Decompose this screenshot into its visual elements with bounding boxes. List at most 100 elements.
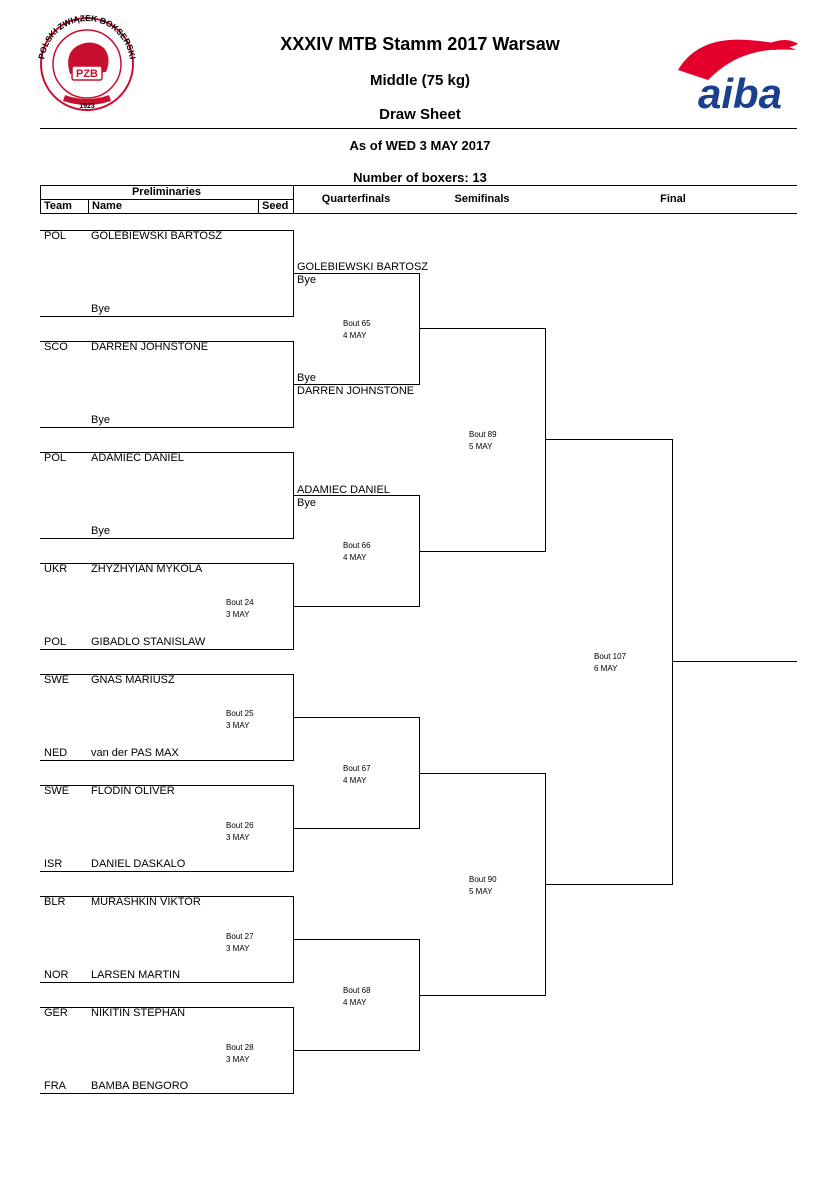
- qf-slot-1a: GOLEBIEWSKI BARTOSZ: [297, 261, 429, 273]
- entry-team: NED: [44, 747, 68, 759]
- entry-name: van der PAS MAX: [91, 747, 179, 759]
- bracket-line: [419, 995, 546, 996]
- entry-team: UKR: [44, 563, 68, 575]
- entry-name: ADAMIEC DANIEL: [91, 452, 184, 464]
- aiba-wordmark: aiba: [698, 70, 782, 117]
- qf-slot-2b: DARREN JOHNSTONE: [297, 385, 415, 397]
- bracket-line: [419, 551, 546, 552]
- entry-team: GER: [44, 1007, 68, 1019]
- as-of-date: As of WED 3 MAY 2017: [349, 138, 491, 153]
- weight-class: Middle (75 kg): [369, 72, 470, 89]
- boxer-count: Number of boxers: 13: [353, 170, 487, 185]
- bracket-line: [545, 884, 673, 885]
- entry-team: POL: [44, 230, 67, 242]
- col-quarterfinals: Quarterfinals: [321, 193, 391, 205]
- bracket-line: [40, 230, 293, 231]
- entry-name: Bye: [91, 525, 110, 537]
- entry-name: Bye: [91, 303, 110, 315]
- bracket-line: [40, 341, 293, 342]
- entry-team: SWE: [44, 674, 70, 686]
- page-title: XXXIV MTB Stamm 2017 Warsaw: [280, 34, 560, 54]
- pzb-badge-text: PZB: [76, 68, 98, 80]
- pzb-year: 1923: [79, 103, 95, 110]
- bracket-line: [40, 649, 293, 650]
- table-left-edge: [40, 185, 41, 214]
- entry-name: FLODIN OLIVER: [91, 785, 175, 797]
- prelim-sub-rule: [40, 199, 293, 200]
- entry-name: ZHYZHYIAN MYKOLA: [91, 563, 203, 575]
- bracket-line: [293, 1050, 420, 1051]
- col-preliminaries: Preliminaries: [131, 186, 202, 198]
- entry-name: Bye: [91, 414, 110, 426]
- name-seed-divider: [258, 199, 259, 214]
- entry-team: POL: [44, 636, 67, 648]
- bracket-line: [545, 439, 673, 440]
- bracket-line: [293, 606, 420, 607]
- bracket-line: [40, 982, 293, 983]
- col-name: Name: [92, 200, 122, 212]
- bracket-line: [293, 939, 420, 940]
- col-seed: Seed: [262, 200, 289, 212]
- bracket-line: [40, 563, 293, 564]
- bracket-line: [40, 760, 293, 761]
- team-name-divider: [88, 199, 89, 214]
- entry-team: FRA: [44, 1080, 66, 1092]
- bracket-line: [419, 328, 546, 329]
- bracket-line: [293, 495, 420, 496]
- entry-name: BAMBA BENGORO: [91, 1080, 189, 1092]
- aiba-logo: aiba: [678, 39, 798, 117]
- qf-slot-3b: Bye: [297, 497, 316, 509]
- bracket-line: [40, 1093, 293, 1094]
- col-final: Final: [660, 193, 686, 205]
- bracket-line: [40, 785, 293, 786]
- entry-team: NOR: [44, 969, 69, 981]
- entry-name: NIKITIN STEPHAN: [91, 1007, 186, 1019]
- bracket-line: [419, 773, 546, 774]
- bracket-line: [40, 452, 293, 453]
- qf-slot-1b: Bye: [297, 274, 316, 286]
- sheet-title: Draw Sheet: [379, 106, 461, 123]
- prelim-divider: [293, 185, 294, 214]
- entry-name: DANIEL DASKALO: [91, 858, 186, 870]
- entry-name: DARREN JOHNSTONE: [91, 341, 209, 353]
- bracket-line: [40, 871, 293, 872]
- col-semifinals: Semifinals: [454, 193, 510, 205]
- bracket-line: [40, 674, 293, 675]
- col-team: Team: [44, 200, 72, 212]
- bracket-line: [293, 384, 420, 385]
- entry-name: GOLEBIEWSKI BARTOSZ: [91, 230, 223, 242]
- table-head-rule: [40, 213, 797, 214]
- bracket-line: [419, 273, 420, 385]
- bracket-line: [40, 896, 293, 897]
- entry-team: POL: [44, 452, 67, 464]
- bracket-line: [545, 328, 546, 552]
- qf-slot-3a: ADAMIEC DANIEL: [297, 484, 390, 496]
- entry-team: BLR: [44, 896, 66, 908]
- bracket-line: [293, 828, 420, 829]
- entry-name: LARSEN MARTIN: [91, 969, 181, 981]
- bracket-line: [293, 273, 420, 274]
- bracket-line: [293, 717, 420, 718]
- bracket-line: [40, 538, 293, 539]
- entry-team: ISR: [44, 858, 63, 870]
- bracket-line: [40, 427, 293, 428]
- entry-name: MURASHKIN VIKTOR: [91, 896, 201, 908]
- bracket-line: [40, 316, 293, 317]
- bracket-line: [672, 661, 797, 662]
- entry-name: GIBADLO STANISLAW: [91, 636, 206, 648]
- entry-team: SCO: [44, 341, 68, 353]
- pzb-logo: POLSKI ZWIĄZEK BOKSERSKI PZB 1923: [36, 13, 138, 111]
- bracket-line: [672, 439, 673, 885]
- header-rule: [40, 128, 797, 129]
